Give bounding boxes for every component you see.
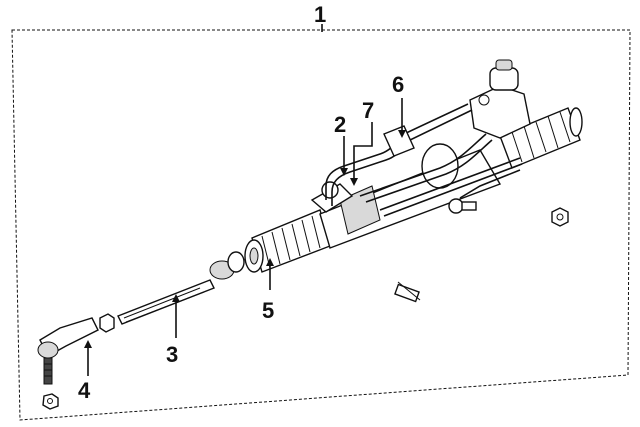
lock-nut xyxy=(99,313,115,333)
castle-nut xyxy=(42,393,59,410)
valve-housing xyxy=(469,59,531,139)
callout-4: 4 xyxy=(78,378,91,403)
callout-6: 6 xyxy=(392,72,404,97)
inner-tie-rod xyxy=(117,251,245,325)
callout-1: 1 xyxy=(314,2,326,27)
rack-housing xyxy=(310,143,502,249)
callout-3: 3 xyxy=(166,342,178,367)
callout-5: 5 xyxy=(262,298,274,323)
hydraulic-lines xyxy=(325,103,523,217)
tie-rod-end xyxy=(37,317,99,385)
assembly-frame xyxy=(11,24,631,421)
banjo-fitting xyxy=(448,198,477,214)
mounting-bolt xyxy=(394,281,421,303)
rack-boot xyxy=(244,209,331,273)
leader-lines xyxy=(84,98,406,376)
right-boot xyxy=(499,107,583,169)
mounting-nut xyxy=(551,207,569,227)
callout-7: 7 xyxy=(362,98,374,123)
callout-2: 2 xyxy=(334,112,346,137)
